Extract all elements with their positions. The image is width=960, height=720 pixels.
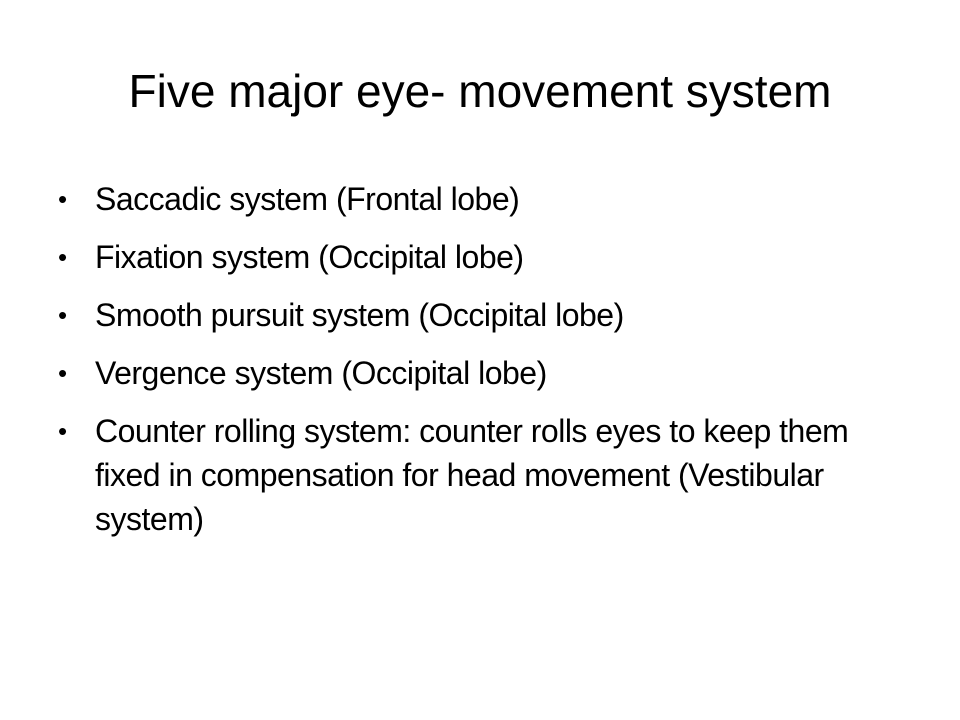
list-item-text: Counter rolling system: counter rolls ey… [95,413,849,537]
bullet-list: • Saccadic system (Frontal lobe) • Fixat… [58,177,878,555]
list-item: • Smooth pursuit system (Occipital lobe) [58,293,878,337]
list-item-text: Smooth pursuit system (Occipital lobe) [95,297,624,333]
bullet-icon: • [58,300,68,330]
list-item: • Counter rolling system: counter rolls … [58,409,878,541]
list-item-text: Saccadic system (Frontal lobe) [95,181,520,217]
list-item: • Vergence system (Occipital lobe) [58,351,878,395]
bullet-icon: • [58,184,68,214]
bullet-icon: • [58,416,68,446]
bullet-icon: • [58,358,68,388]
list-item-text: Vergence system (Occipital lobe) [95,355,547,391]
list-item: • Saccadic system (Frontal lobe) [58,177,878,221]
list-item: • Fixation system (Occipital lobe) [58,235,878,279]
list-item-text: Fixation system (Occipital lobe) [95,239,524,275]
slide-title: Five major eye- movement system [128,65,832,117]
bullet-icon: • [58,242,68,272]
